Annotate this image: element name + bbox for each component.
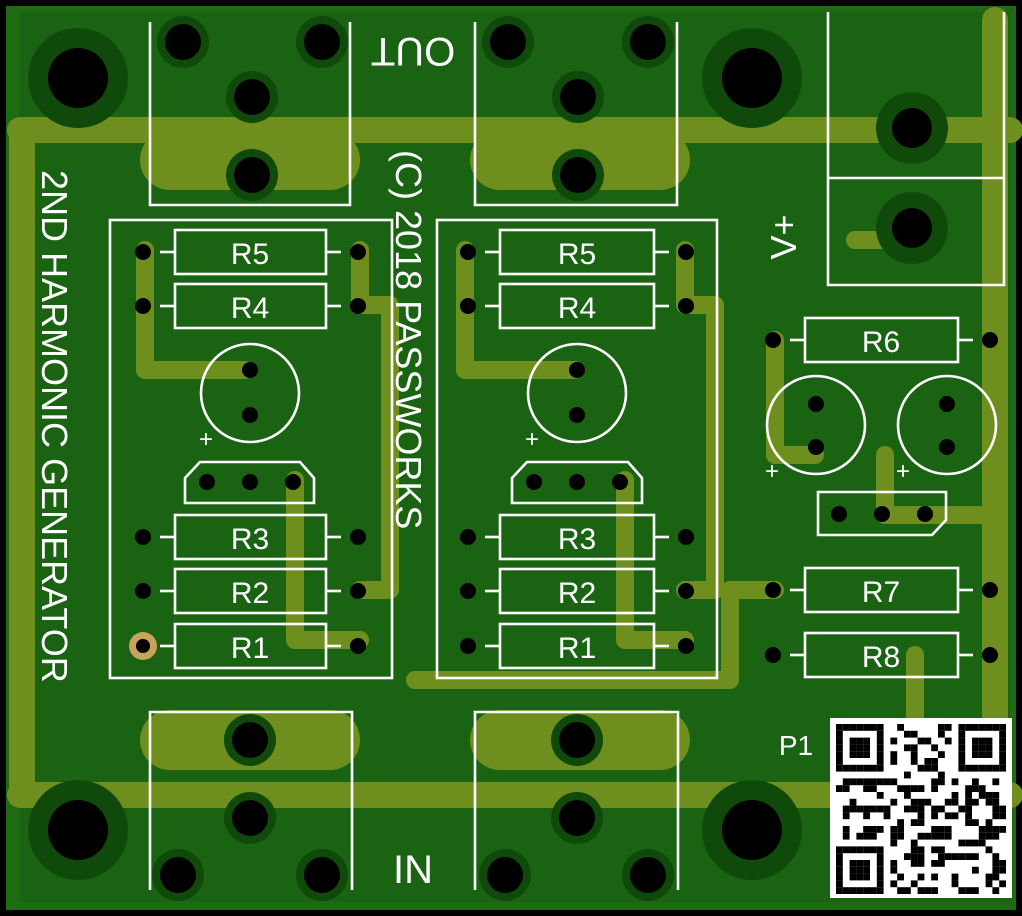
resistor-r8 <box>765 631 998 679</box>
qr-code <box>830 718 1012 898</box>
capacitor-a <box>199 342 301 444</box>
channel-a-outline <box>108 218 394 680</box>
label-r2-a: R2 <box>231 577 269 610</box>
resistor-r4-a <box>135 282 366 330</box>
polarity-marks: + + + + <box>199 426 910 485</box>
label-r5-b: R5 <box>558 238 596 271</box>
label-r4-b: R4 <box>558 292 596 325</box>
resistor-labels: R5 R4 R3 R2 R1 R5 R4 R3 R2 R1 R6 R7 R8 <box>231 238 900 674</box>
transistor-a <box>183 460 316 505</box>
out-label: OUT <box>371 29 455 73</box>
resistor-r3-b <box>460 513 694 561</box>
label-r4-a: R4 <box>231 292 269 325</box>
mounting-holes <box>28 28 802 880</box>
plus-mark-c: + <box>765 458 779 485</box>
resistor-r5-b <box>460 228 694 276</box>
transistor-c <box>816 490 948 537</box>
resistor-r2-a <box>135 567 366 615</box>
capacitor-c <box>765 374 867 476</box>
capacitor-b <box>526 342 628 444</box>
plus-mark-d: + <box>896 458 910 485</box>
plus-mark-a: + <box>199 426 213 453</box>
resistor-r1-a <box>129 622 366 670</box>
resistor-r6 <box>765 316 998 364</box>
channel-b-outline <box>435 218 719 680</box>
label-r7: R7 <box>862 576 900 609</box>
channel-a-resistors <box>129 228 366 670</box>
jack-in-left <box>148 710 354 901</box>
label-r1-a: R1 <box>231 632 269 665</box>
resistor-r4-b <box>460 282 694 330</box>
plus-mark-b: + <box>525 426 539 453</box>
resistor-r2-b <box>460 567 694 615</box>
channel-b-resistors <box>460 228 694 670</box>
board-title: 2ND HARMONIC GENERATOR <box>34 170 75 683</box>
power-connector <box>826 12 1006 287</box>
resistor-r7 <box>765 566 998 614</box>
label-r3-a: R3 <box>231 523 269 556</box>
label-r1-b: R1 <box>558 632 596 665</box>
transistor-b <box>510 460 644 505</box>
capacitor-d <box>896 374 998 476</box>
jack-out-left <box>148 16 352 207</box>
copyright-text: (C) 2018 PASSWORKS <box>388 150 429 529</box>
resistor-r5-a <box>135 228 366 276</box>
label-r3-b: R3 <box>558 523 596 556</box>
in-label: IN <box>393 848 433 892</box>
label-r6: R6 <box>862 326 900 359</box>
label-r2-b: R2 <box>558 577 596 610</box>
label-r8: R8 <box>862 641 900 674</box>
resistor-r1-b <box>460 622 694 670</box>
label-r5-a: R5 <box>231 238 269 271</box>
jack-out-right <box>473 16 679 207</box>
vplus-label: V+ <box>763 214 804 259</box>
resistor-r3-a <box>135 513 366 561</box>
jack-in-right <box>473 710 680 901</box>
p1-label: P1 <box>779 730 813 761</box>
